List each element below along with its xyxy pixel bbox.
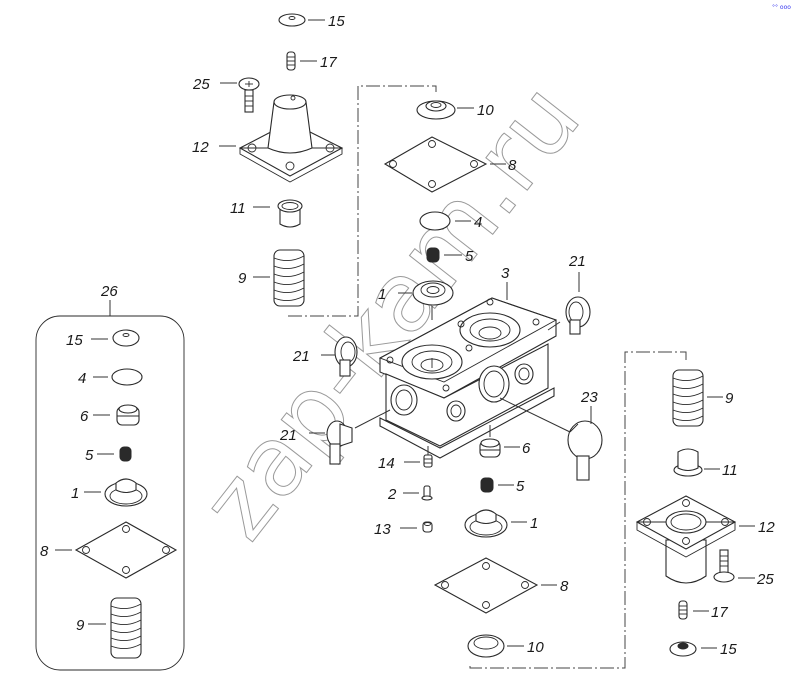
watermark-text: zap-kam.ru bbox=[180, 63, 602, 559]
callout-17-top: 17 bbox=[320, 54, 337, 71]
callout-11-bottom: 11 bbox=[722, 462, 738, 479]
part-17-bottom-set-screw: 17 bbox=[678, 600, 728, 621]
part-14-small-plug: 14 bbox=[378, 446, 433, 472]
part-21-plug-left-bottom: 21 bbox=[279, 409, 391, 465]
kit-part-5: 5 bbox=[85, 446, 132, 464]
part-21-plug-left-top: 21 bbox=[292, 336, 358, 377]
callout-15-top: 15 bbox=[328, 13, 345, 30]
kit-callout-4: 4 bbox=[78, 370, 86, 387]
kit-part-9: 9 bbox=[76, 597, 142, 659]
part-13-nut: 13 bbox=[374, 521, 433, 538]
callout-8-lower: 8 bbox=[560, 578, 569, 595]
part-25-top-cover-screw: 25 bbox=[192, 76, 260, 113]
part-11-top-guide: 11 bbox=[230, 199, 303, 228]
callout-10-lower: 10 bbox=[527, 639, 544, 656]
callout-12-top: 12 bbox=[192, 139, 209, 156]
callout-23-large-plug: 23 bbox=[580, 389, 598, 406]
part-9-bottom-spring: 9 bbox=[672, 369, 734, 427]
callout-21-right-top: 21 bbox=[568, 253, 586, 270]
kit-callout-5: 5 bbox=[85, 447, 94, 464]
kit-callout-8: 8 bbox=[40, 543, 49, 560]
part-1-lower-piston: 1 bbox=[464, 509, 538, 538]
kit-part-4: 4 bbox=[78, 368, 143, 387]
lower-group-bracket bbox=[469, 351, 687, 669]
kit-callout-15: 15 bbox=[66, 332, 83, 349]
callout-4-upper: 4 bbox=[474, 214, 482, 231]
callout-5-lower: 5 bbox=[516, 478, 525, 495]
callout-25-top: 25 bbox=[192, 76, 210, 93]
part-23-plug-large: 23 bbox=[499, 389, 603, 481]
part-15-bottom-seal-cap: 15 bbox=[669, 641, 737, 658]
kit-part-15: 15 bbox=[66, 329, 140, 349]
part-12-bottom-cover: 12 bbox=[635, 495, 775, 584]
part-4-upper-disc: 4 bbox=[419, 211, 482, 231]
part-3-housing: 3 bbox=[378, 265, 558, 459]
kit-part-1: 1 bbox=[71, 478, 148, 507]
callout-5-upper: 5 bbox=[465, 248, 474, 265]
callout-12-bottom: 12 bbox=[758, 519, 775, 536]
part-10-upper-valve-seat: 10 bbox=[416, 100, 494, 120]
callout-21-left-bottom: 21 bbox=[279, 427, 297, 444]
kit-callout-6: 6 bbox=[80, 408, 89, 425]
part-11-bottom-guide: 11 bbox=[673, 448, 738, 479]
callout-21-left-top: 21 bbox=[292, 348, 310, 365]
part-12-top-cover: 12 bbox=[192, 94, 344, 183]
part-2-pin: 2 bbox=[387, 485, 433, 503]
part-15-top-seal-cap: 15 bbox=[278, 13, 345, 30]
part-8-lower-gasket: 8 bbox=[433, 557, 569, 614]
callout-25-bottom: 25 bbox=[756, 571, 774, 588]
callout-2-pin: 2 bbox=[387, 486, 397, 503]
part-25-bottom-cover-screw: 25 bbox=[713, 549, 774, 588]
callout-1-lower: 1 bbox=[530, 515, 538, 532]
part-10-lower-valve-seat: 10 bbox=[467, 634, 544, 658]
part-17-top-set-screw: 17 bbox=[286, 51, 337, 71]
kit-part-8: 8 bbox=[40, 521, 178, 579]
callout-9-top: 9 bbox=[238, 270, 247, 287]
corner-mark: °° ooo bbox=[772, 4, 791, 11]
part-5-upper-insert: 5 bbox=[426, 247, 474, 265]
callout-17-bottom: 17 bbox=[711, 604, 728, 621]
part-5-lower-insert: 5 bbox=[480, 477, 525, 495]
callout-6-lower: 6 bbox=[522, 440, 531, 457]
callout-10-upper: 10 bbox=[477, 102, 494, 119]
callout-14-small-plug: 14 bbox=[378, 455, 395, 472]
part-9-top-spring: 9 bbox=[238, 249, 305, 307]
kit-26-group: 26 15 4 6 5 bbox=[35, 283, 185, 671]
callout-26-kit: 26 bbox=[100, 283, 118, 300]
callout-3-housing: 3 bbox=[501, 265, 510, 282]
callout-13-nut: 13 bbox=[374, 521, 391, 538]
kit-callout-9: 9 bbox=[76, 617, 85, 634]
part-21-plug-right-top: 21 bbox=[547, 253, 591, 335]
upper-group-bracket bbox=[288, 85, 437, 317]
kit-part-6: 6 bbox=[80, 404, 140, 426]
kit-26-frame bbox=[35, 315, 185, 671]
callout-11-top: 11 bbox=[230, 200, 246, 217]
callout-15-bottom: 15 bbox=[720, 641, 737, 658]
callout-9-bottom: 9 bbox=[725, 390, 734, 407]
callout-8-upper: 8 bbox=[508, 157, 517, 174]
watermark: zap-kam.ru bbox=[179, 63, 602, 560]
part-1-upper-piston: 1 bbox=[378, 280, 454, 306]
part-8-upper-gasket: 8 bbox=[383, 136, 517, 193]
part-6-lower-sleeve: 6 bbox=[479, 425, 531, 458]
kit-callout-1: 1 bbox=[71, 485, 79, 502]
callout-1-upper: 1 bbox=[378, 286, 386, 303]
